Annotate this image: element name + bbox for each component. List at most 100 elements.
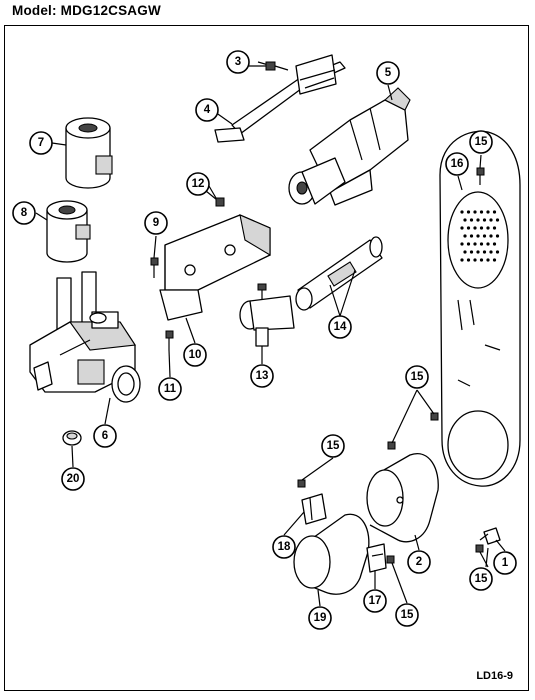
callout-16: 16 bbox=[445, 152, 469, 176]
vent-hole bbox=[476, 234, 480, 238]
callout-2: 2 bbox=[407, 550, 431, 574]
part-14-tube bbox=[295, 236, 383, 311]
vent-hole bbox=[476, 250, 480, 254]
vent-hole bbox=[479, 242, 484, 246]
vent-hole bbox=[482, 218, 487, 222]
vent-hole bbox=[486, 226, 490, 230]
vent-hole bbox=[492, 226, 497, 230]
vent-hole bbox=[486, 258, 490, 262]
callout-15-c: 15 bbox=[321, 434, 345, 458]
svg-text:6: 6 bbox=[102, 430, 108, 442]
part-11-screw bbox=[165, 330, 174, 350]
svg-text:15: 15 bbox=[327, 440, 340, 452]
vent-hole bbox=[469, 250, 474, 254]
part-4-bracket bbox=[214, 54, 346, 143]
vent-hole bbox=[469, 218, 474, 222]
vent-hole bbox=[489, 234, 493, 238]
callout-18: 18 bbox=[272, 535, 296, 559]
part-17-clip bbox=[366, 543, 387, 573]
callout-19: 19 bbox=[308, 606, 332, 630]
callout-12: 12 bbox=[186, 172, 210, 196]
svg-text:17: 17 bbox=[369, 595, 382, 607]
vent-hole bbox=[463, 234, 467, 238]
vent-hole bbox=[486, 210, 490, 214]
part-12-screw bbox=[205, 190, 225, 207]
svg-text:15: 15 bbox=[475, 573, 488, 585]
callout-6: 6 bbox=[93, 424, 117, 448]
vent-hole bbox=[495, 250, 500, 254]
callout-15-b: 15 bbox=[405, 365, 429, 389]
part-7-coil bbox=[65, 117, 113, 189]
svg-text:11: 11 bbox=[164, 383, 177, 395]
callout-15-a: 15 bbox=[469, 130, 493, 154]
callout-11: 11 bbox=[158, 377, 182, 401]
svg-text:5: 5 bbox=[385, 67, 392, 79]
vent-hole bbox=[495, 218, 500, 222]
callout-14: 14 bbox=[328, 315, 352, 339]
part-13-orifice bbox=[239, 283, 295, 347]
svg-text:15: 15 bbox=[475, 136, 488, 148]
svg-text:13: 13 bbox=[256, 370, 269, 382]
vent-hole bbox=[460, 242, 464, 246]
callout-8: 8 bbox=[12, 201, 36, 225]
svg-text:3: 3 bbox=[235, 56, 241, 68]
vent-hole bbox=[486, 242, 490, 246]
svg-text:20: 20 bbox=[67, 473, 80, 485]
svg-text:8: 8 bbox=[21, 207, 28, 219]
callout-9: 9 bbox=[144, 211, 168, 235]
svg-text:16: 16 bbox=[451, 158, 464, 170]
callout-13: 13 bbox=[250, 364, 274, 388]
vent-hole bbox=[482, 234, 487, 238]
vent-hole bbox=[463, 250, 467, 254]
vent-hole bbox=[473, 258, 477, 262]
part-18-bracket bbox=[301, 493, 327, 525]
vent-hole bbox=[460, 258, 464, 262]
vent-hole bbox=[473, 210, 477, 214]
vent-hole bbox=[466, 258, 471, 262]
callout-3: 3 bbox=[226, 50, 250, 74]
vent-hole bbox=[492, 242, 497, 246]
vent-hole bbox=[460, 226, 464, 230]
vent-hole bbox=[476, 218, 480, 222]
vent-hole bbox=[466, 210, 471, 214]
vent-hole bbox=[479, 210, 484, 214]
part-15-screws bbox=[297, 167, 485, 564]
part-20-plug bbox=[62, 430, 82, 446]
callout-7: 7 bbox=[29, 131, 53, 155]
callout-4: 4 bbox=[195, 98, 219, 122]
vent-hole bbox=[495, 234, 500, 238]
vent-hole bbox=[492, 210, 497, 214]
part-2-cylinder bbox=[366, 453, 439, 543]
vent-hole bbox=[473, 226, 477, 230]
svg-text:14: 14 bbox=[334, 321, 347, 333]
vent-hole bbox=[463, 218, 467, 222]
vent-hole bbox=[489, 218, 493, 222]
part-8-coil bbox=[46, 200, 91, 263]
vent-hole bbox=[482, 250, 487, 254]
vent-hole bbox=[466, 242, 471, 246]
part-5-burner bbox=[288, 87, 411, 206]
svg-text:12: 12 bbox=[192, 178, 205, 190]
callout-15-d: 15 bbox=[395, 603, 419, 627]
callout-5: 5 bbox=[376, 61, 400, 85]
vent-hole bbox=[460, 210, 464, 214]
svg-text:15: 15 bbox=[411, 371, 424, 383]
svg-text:2: 2 bbox=[416, 556, 422, 568]
callout-15-e: 15 bbox=[469, 567, 493, 591]
svg-text:19: 19 bbox=[314, 612, 327, 624]
svg-text:4: 4 bbox=[204, 104, 211, 116]
svg-text:7: 7 bbox=[38, 137, 44, 149]
svg-text:18: 18 bbox=[278, 541, 291, 553]
part-9-screw bbox=[150, 257, 159, 278]
part-16-shield bbox=[439, 130, 521, 487]
vent-hole bbox=[492, 258, 497, 262]
svg-text:15: 15 bbox=[401, 609, 414, 621]
part-6-gas-valve bbox=[29, 271, 141, 403]
vent-hole bbox=[466, 226, 471, 230]
vent-hole bbox=[489, 250, 493, 254]
svg-text:1: 1 bbox=[502, 557, 509, 569]
callout-20: 20 bbox=[61, 467, 85, 491]
diagram-frame bbox=[4, 25, 529, 691]
svg-text:9: 9 bbox=[153, 217, 159, 229]
